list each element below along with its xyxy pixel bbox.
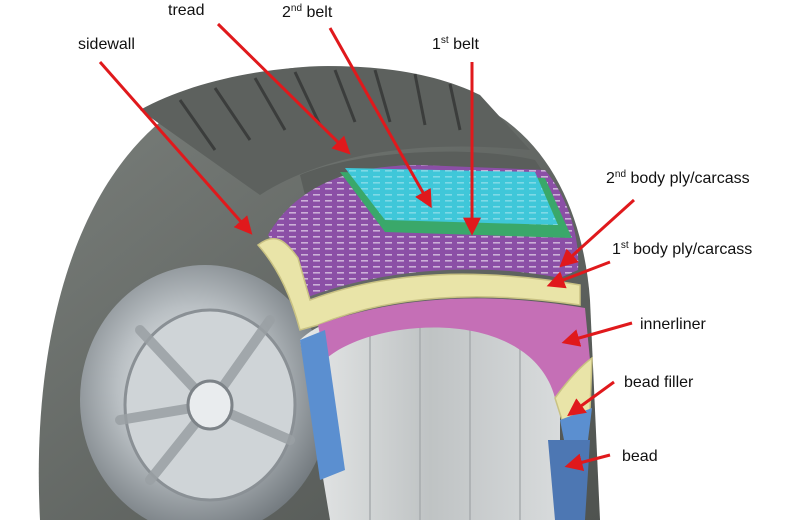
hub bbox=[186, 379, 234, 431]
cavity-ribs bbox=[369, 322, 521, 520]
label-innerliner: innerliner bbox=[640, 316, 706, 333]
inner-cavity bbox=[300, 306, 560, 520]
cut-tread-rubber bbox=[300, 151, 545, 195]
arrow-bead bbox=[564, 453, 611, 472]
label-1st-body-ply: 1st body ply/carcass bbox=[612, 240, 753, 259]
callout-arrows bbox=[98, 22, 636, 472]
label-sidewall: sidewall bbox=[78, 36, 135, 53]
label-bead-filler: bead filler bbox=[624, 374, 694, 391]
layer-bead-right-base bbox=[548, 440, 590, 520]
arrow-tread bbox=[216, 22, 351, 155]
label-bead: bead bbox=[622, 448, 658, 465]
layer-innerliner bbox=[318, 298, 590, 398]
label-2nd-body-ply: 2nd body ply/carcass bbox=[606, 169, 750, 188]
arrow-ply-2 bbox=[559, 198, 636, 268]
layer-bead-right bbox=[560, 408, 592, 445]
arrow-ply-1 bbox=[546, 260, 611, 289]
tread-grooves bbox=[178, 69, 462, 151]
arrow-bead-filler bbox=[567, 380, 615, 417]
label-1st-belt: 1st belt bbox=[432, 35, 479, 54]
arrow-belt-2 bbox=[328, 27, 432, 209]
label-2nd-belt: 2nd belt bbox=[282, 3, 333, 22]
tread-band bbox=[140, 66, 530, 195]
layer-body-ply-1 bbox=[256, 237, 581, 331]
arrow-sidewall bbox=[98, 61, 253, 235]
layer-bead-left bbox=[300, 330, 345, 480]
label-tread: tread bbox=[168, 2, 205, 19]
arrow-innerliner bbox=[561, 321, 633, 347]
